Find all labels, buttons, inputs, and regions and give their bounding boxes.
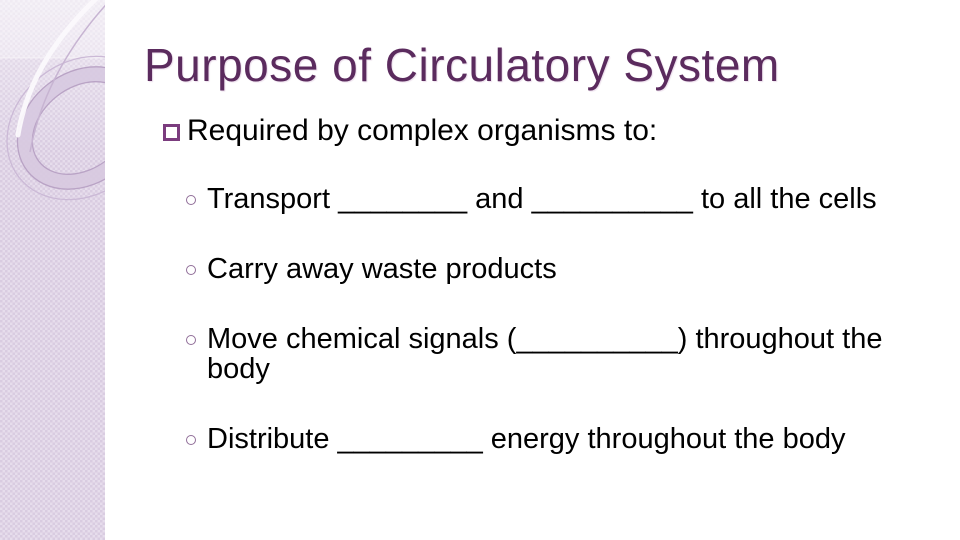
sub-bullet-text: Carry away waste products	[207, 253, 557, 285]
list-item: Carry away waste products	[186, 254, 896, 284]
level1-bullet-text: Required by complex organisms to:	[187, 114, 658, 147]
sub-bullet-list: Transport ________ and __________ to all…	[186, 184, 896, 494]
slide-title: Purpose of Circulatory System	[144, 39, 780, 91]
sidebar-decoration	[0, 0, 105, 540]
list-item: Transport ________ and __________ to all…	[186, 184, 896, 214]
level1-bullet-line: Required by complex organisms to:	[163, 114, 657, 148]
sub-bullet-text: Transport ________ and __________ to all…	[207, 183, 877, 215]
sidebar-circles-ornament	[0, 0, 105, 201]
circle-bullet-icon	[186, 435, 196, 445]
square-bullet-icon	[163, 123, 180, 141]
sub-bullet-text: Move chemical signals (__________) throu…	[207, 323, 883, 385]
list-item: Move chemical signals (__________) throu…	[186, 324, 896, 384]
circle-bullet-icon	[186, 195, 196, 205]
circle-bullet-icon	[186, 335, 196, 345]
circle-bullet-icon	[186, 265, 196, 275]
sub-bullet-text: Distribute _________ energy throughout t…	[207, 423, 846, 455]
list-item: Distribute _________ energy throughout t…	[186, 424, 896, 454]
